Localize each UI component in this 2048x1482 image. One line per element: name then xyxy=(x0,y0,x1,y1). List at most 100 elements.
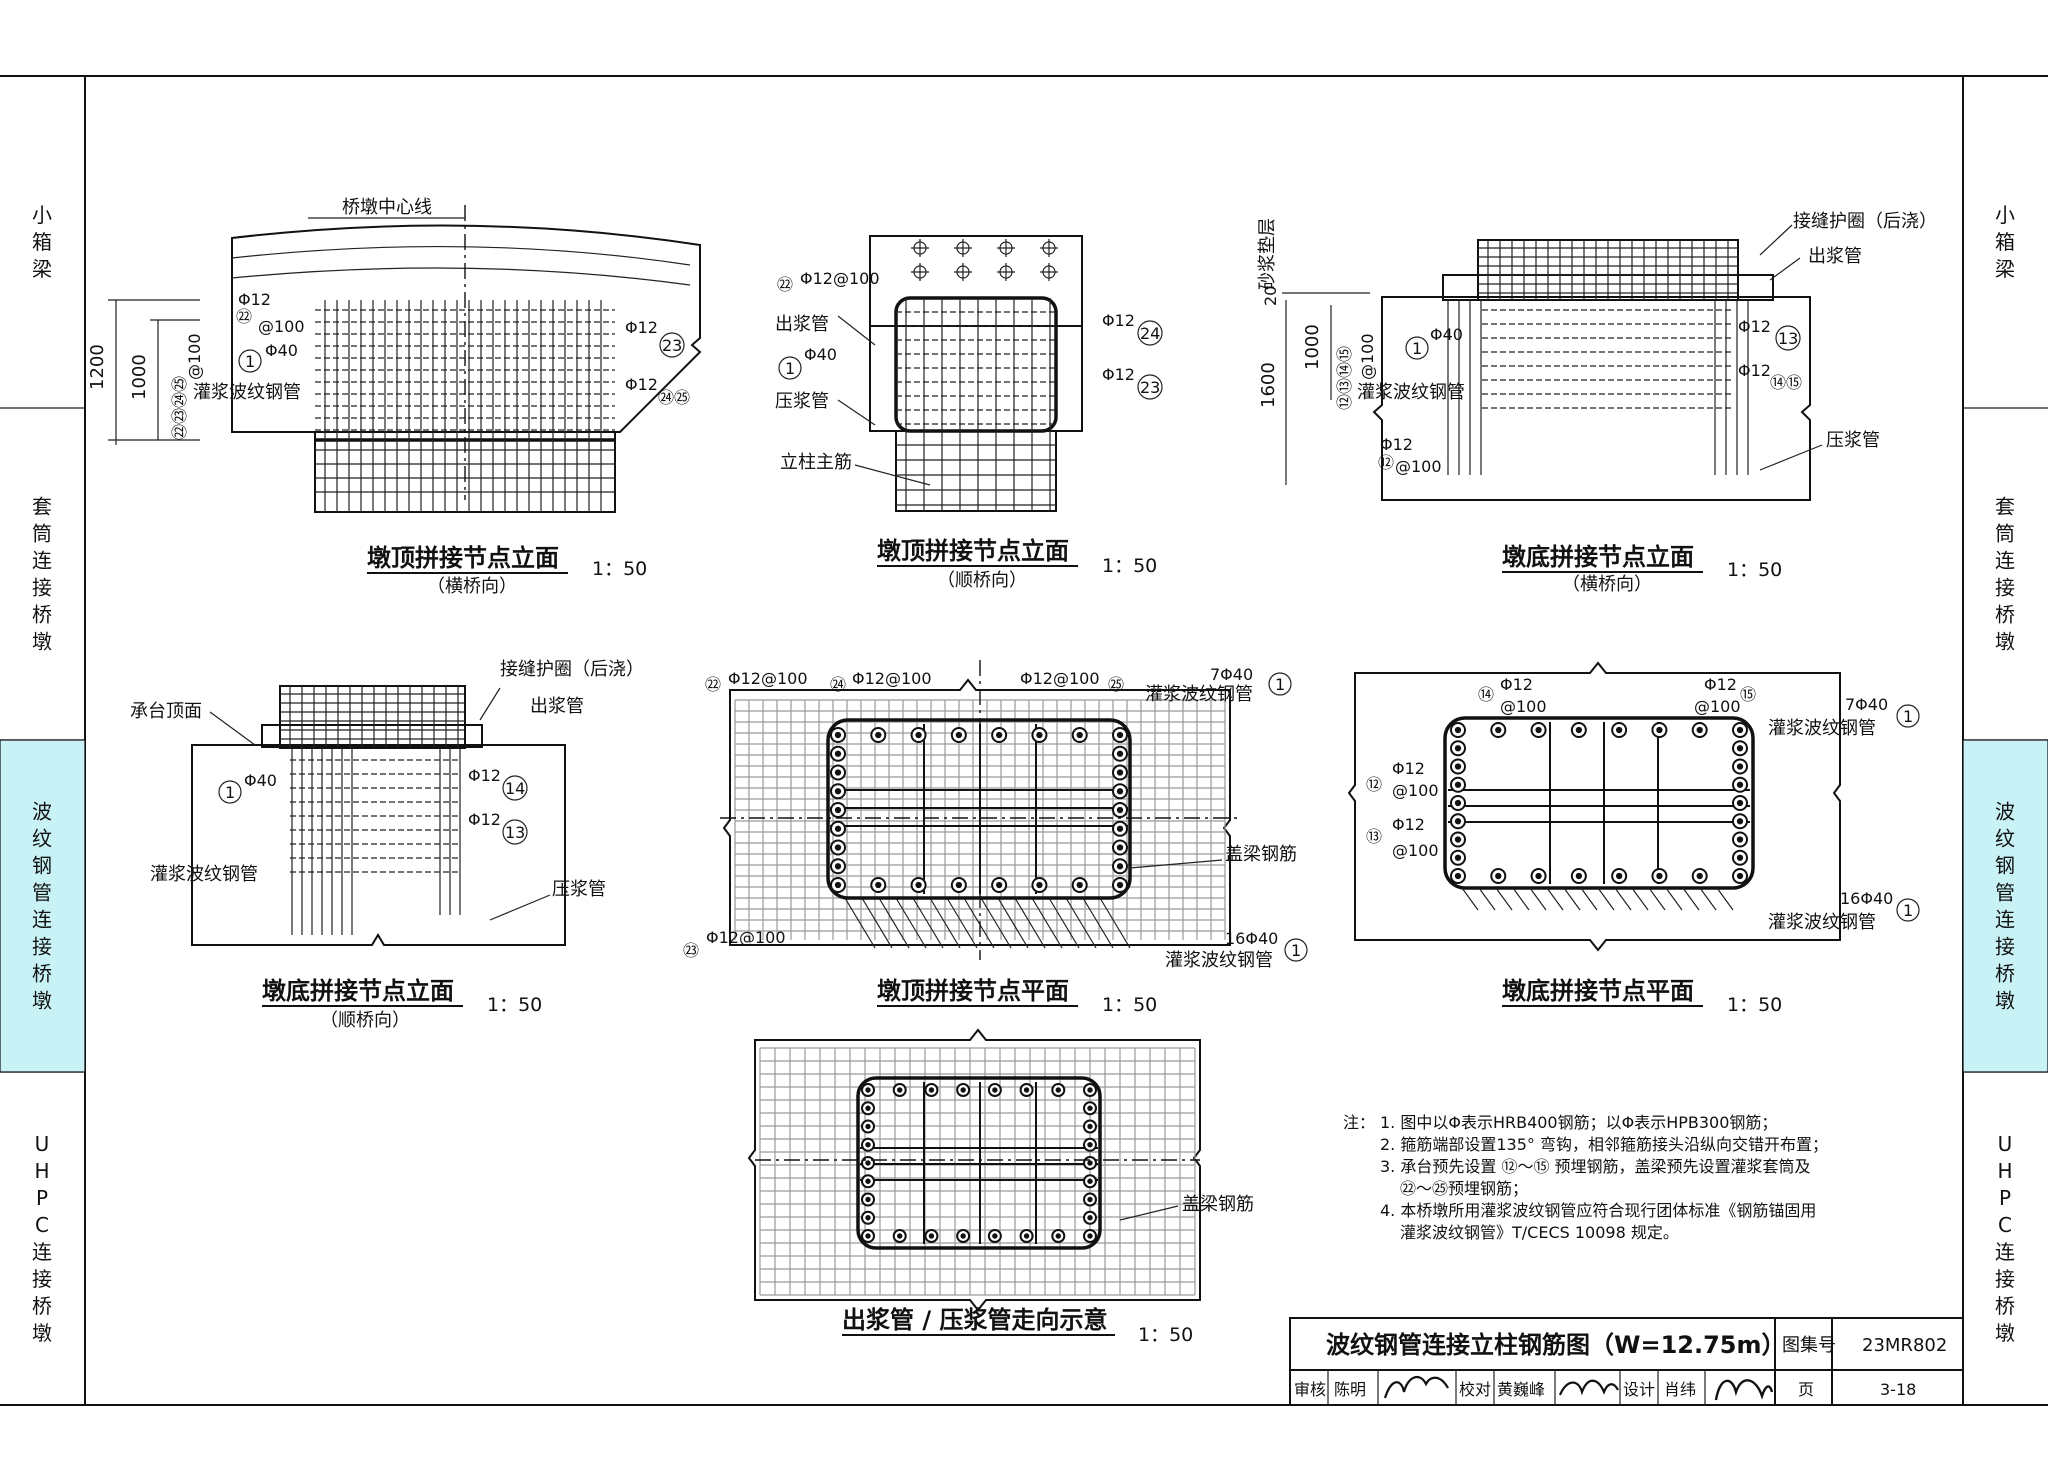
v4-label-grout-pipe: 灌浆波纹钢管 xyxy=(150,864,258,885)
v4-label-outlet: 出浆管 xyxy=(530,696,584,717)
svg-text:23: 23 xyxy=(662,336,682,355)
v6-label-at100-d: @100 xyxy=(1392,841,1439,860)
side-tab-char: P xyxy=(36,1186,48,1210)
side-tab-char: 墩 xyxy=(32,1321,52,1345)
side-tab-char: P xyxy=(1999,1186,2011,1210)
v2-label-inlet: 压浆管 xyxy=(775,391,829,412)
side-tab-char: H xyxy=(1997,1159,2012,1183)
view-pier-bottom-elevation-transverse: 砂浆垫层 20 1600 1000 ⑫⑬⑭⑮ @100 1 Φ40 灌浆波纹钢管… xyxy=(1257,211,1937,595)
view-pier-bottom-elevation-longitudinal: 承台顶面 接缝护圈（后浇） 出浆管 1 Φ40 Φ12 14 Φ12 13 灌浆… xyxy=(130,659,644,1031)
v6-bar-mark-14: ⑭ xyxy=(1478,685,1494,704)
page-number: 3-18 xyxy=(1880,1380,1916,1399)
v3-label-joint-ring: 接缝护圈（后浇） xyxy=(1793,211,1937,232)
v5-label-16phi40: 16Φ40 xyxy=(1225,929,1278,948)
side-tab-char: 墩 xyxy=(1995,630,2015,654)
v3-dim-1600: 1600 xyxy=(1258,362,1279,408)
v7-label-cap-rebar: 盖梁钢筋 xyxy=(1182,1194,1254,1215)
side-tab-char: 连 xyxy=(1995,549,2015,573)
side-tab-char: 桥 xyxy=(32,1294,52,1318)
notes-head: 注： xyxy=(1343,1113,1375,1132)
note-1: 1. 图中以Φ表示HRB400钢筋；以Φ表示HPB300钢筋； xyxy=(1380,1113,1777,1132)
v1-label-grout-pipe: 灌浆波纹钢管 xyxy=(193,382,301,403)
v3-bar-marks: ⑫⑬⑭⑮ xyxy=(1335,346,1354,410)
side-tab-char: 箱 xyxy=(1995,230,2015,254)
active-tab-highlight-left xyxy=(0,739,86,1073)
svg-text:1: 1 xyxy=(1291,941,1301,960)
side-tab-char: H xyxy=(34,1159,49,1183)
v2-label-phi12-a: Φ12 xyxy=(1102,311,1135,330)
v6-title: 墩底拼接节点平面 xyxy=(1502,977,1694,1005)
v7-title: 出浆管 / 压浆管走向示意 xyxy=(842,1306,1107,1334)
side-tab-char: U xyxy=(1998,1132,2013,1156)
v5-label-24: Φ12@100 xyxy=(852,669,932,688)
side-tab-char: C xyxy=(1998,1213,2012,1237)
v3-label-grout-pipe: 灌浆波纹钢管 xyxy=(1357,382,1465,403)
v5-bar-mark-22: ㉒ xyxy=(705,675,721,694)
svg-text:23: 23 xyxy=(1140,378,1160,397)
v2-title: 墩顶拼接节点立面 xyxy=(877,537,1069,565)
v5-bar-mark-24: ㉔ xyxy=(830,675,846,694)
v6-label-at100-c: @100 xyxy=(1392,781,1439,800)
v3-dim-1000: 1000 xyxy=(1302,324,1323,370)
design-label: 设计 xyxy=(1623,1380,1655,1399)
v2-scale: 1：50 xyxy=(1102,555,1157,577)
side-tab-char: U xyxy=(35,1132,50,1156)
side-tab-char: 筒 xyxy=(32,522,52,546)
side-tab-char: 套 xyxy=(1995,495,2015,519)
v6-label-grout-top: 灌浆波纹钢管 xyxy=(1768,718,1876,739)
v6-bar-mark-13: ⑬ xyxy=(1366,827,1382,846)
v1-subtitle: （横桥向） xyxy=(427,576,517,597)
v6-bar-mark-12: ⑫ xyxy=(1366,775,1382,794)
reviewer-name: 陈明 xyxy=(1334,1380,1366,1399)
side-tab-char: 接 xyxy=(32,576,52,600)
note-4a: 4. 本桥墩所用灌浆波纹钢管应符合现行团体标准《钢筋锚固用 xyxy=(1380,1201,1816,1220)
side-tab-char: 套 xyxy=(32,495,52,519)
v2-label-column-rebar: 立柱主筋 xyxy=(780,452,852,473)
v4-label-joint-ring: 接缝护圈（后浇） xyxy=(500,659,644,680)
side-tab-char: 接 xyxy=(1995,935,2015,959)
v6-label-phi12-b: Φ12 xyxy=(1704,675,1737,694)
v3-label-phi12: Φ12 xyxy=(1380,435,1413,454)
v2-bar-mark-22: ㉒ xyxy=(777,275,793,294)
v1-label-phi40: Φ40 xyxy=(265,341,298,360)
v6-label-phi12-c: Φ12 xyxy=(1392,759,1425,778)
side-tab-char: 桥 xyxy=(32,603,52,627)
svg-text:1: 1 xyxy=(785,359,795,378)
side-tab-char: 连 xyxy=(32,549,52,573)
v4-label-phi12-a: Φ12 xyxy=(468,766,501,785)
v3-label-mortar: 砂浆垫层 xyxy=(1257,218,1278,290)
v3-label-inlet: 压浆管 xyxy=(1826,430,1880,451)
v6-label-at100-a: @100 xyxy=(1500,697,1547,716)
v3-bar-mark-14-15: ⑭⑮ xyxy=(1770,373,1802,392)
active-tab-highlight-right xyxy=(1962,739,2048,1073)
side-tab-char: 钢 xyxy=(32,854,52,878)
v2-subtitle: （顺桥向） xyxy=(937,570,1027,591)
side-tab-char: 墩 xyxy=(32,630,52,654)
note-2: 2. 箍筋端部设置135° 弯钩，相邻箍筋接头沿纵向交错开布置； xyxy=(1380,1135,1828,1154)
title-block: 波纹钢管连接立柱钢筋图（W=12.75m） 图集号 23MR802 审核 陈明 … xyxy=(1289,1317,1964,1406)
v3-subtitle: （横桥向） xyxy=(1562,574,1652,595)
reviewer-signature xyxy=(1383,1375,1449,1399)
dim-1200: 1200 xyxy=(87,344,108,390)
svg-text:1: 1 xyxy=(1412,339,1422,358)
v5-label-22: Φ12@100 xyxy=(728,669,808,688)
side-tab-char: 梁 xyxy=(32,257,52,281)
v2-label-outlet: 出浆管 xyxy=(775,314,829,335)
notes: 注： 1. 图中以Φ表示HRB400钢筋；以Φ表示HPB300钢筋； 2. 箍筋… xyxy=(1343,1113,1828,1242)
svg-text:1: 1 xyxy=(1903,901,1913,920)
side-tab-char: 接 xyxy=(32,935,52,959)
side-tab-char: 连 xyxy=(1995,908,2015,932)
side-tab-char: 管 xyxy=(32,881,52,905)
v5-title: 墩顶拼接节点平面 xyxy=(877,977,1069,1005)
v6-label-16phi40: 16Φ40 xyxy=(1840,889,1893,908)
view-pier-top-plan: ㉒ Φ12@100 ㉔ Φ12@100 Φ12@100 ㉕ 7Φ40 1 灌浆波… xyxy=(683,660,1308,1016)
side-tab-char: 纹 xyxy=(1995,827,2015,851)
v5-label-grout-bottom: 灌浆波纹钢管 xyxy=(1165,950,1273,971)
v6-label-7phi40: 7Φ40 xyxy=(1845,695,1888,714)
bar-marks-22-23-24-25: ㉒㉓㉔㉕ xyxy=(170,376,189,440)
v5-bar-mark-25: ㉕ xyxy=(1108,675,1124,694)
view-grout-pipe-routing: 盖梁钢筋 出浆管 / 压浆管走向示意 1：50 xyxy=(747,1028,1254,1346)
v4-label-phi40: Φ40 xyxy=(244,771,277,790)
sheet-frame xyxy=(0,75,2048,1406)
